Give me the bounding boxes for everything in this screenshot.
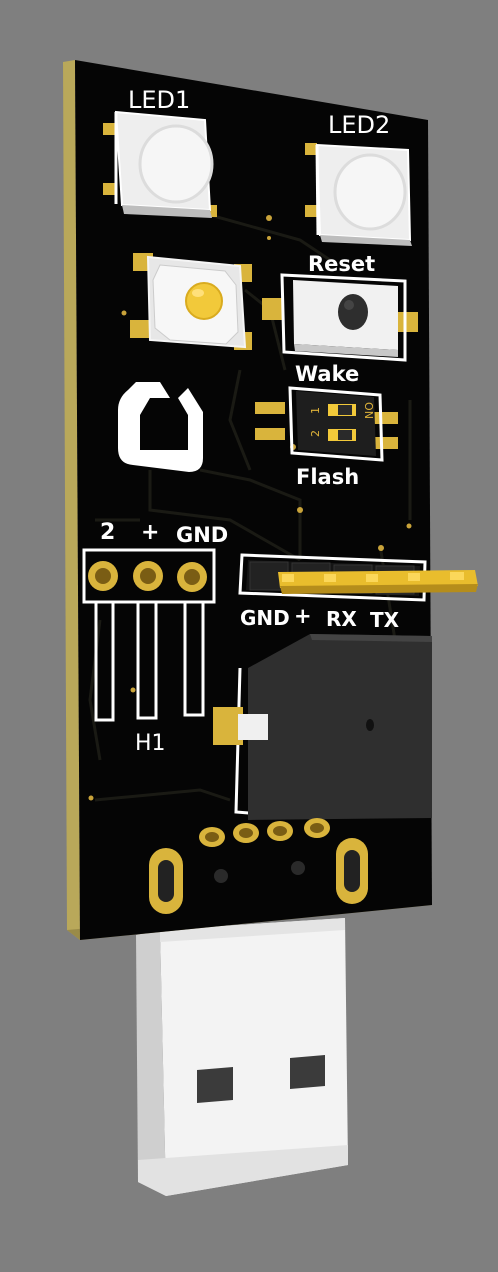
serial-plus-label: + (294, 604, 312, 628)
tactile-button (130, 253, 252, 350)
usb-window-right (290, 1055, 325, 1089)
led2 (305, 143, 412, 246)
led1-label: LED1 (128, 86, 191, 114)
serial-rx-label: RX (326, 607, 357, 631)
logo (118, 382, 203, 472)
wake-label: Wake (295, 362, 360, 386)
h1-label: H1 (135, 731, 166, 756)
copper-traces (88, 213, 412, 802)
usb-a-plug (136, 918, 348, 1196)
reset-switch (262, 273, 418, 362)
led2-label: LED2 (328, 111, 391, 139)
dip-2-label: 2 (309, 430, 322, 437)
dip-switch (255, 386, 398, 462)
serial-tx-label: TX (370, 608, 400, 632)
pcb-edge-left (63, 60, 80, 940)
h1-header (82, 548, 216, 722)
h1-pin-plus-label: + (141, 520, 160, 545)
dip-1-label: 1 (309, 407, 322, 414)
led1 (103, 110, 217, 218)
flash-label: Flash (296, 465, 360, 489)
h1-pin-gnd-label: GND (176, 523, 229, 547)
serial-gnd-label: GND (240, 606, 290, 630)
h1-pin-2-label: 2 (100, 520, 116, 545)
serial-header (238, 553, 478, 602)
dip-on-label: ON (361, 402, 375, 419)
usb-connector-pads (149, 818, 368, 914)
reset-label: Reset (308, 252, 376, 276)
usb-window-left (197, 1067, 233, 1103)
buzzer (213, 634, 432, 820)
